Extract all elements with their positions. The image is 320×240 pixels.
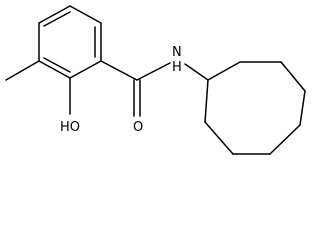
- cyclooctane-bond-5: [269, 124, 301, 155]
- cyclooctane-bond-4: [299, 90, 306, 126]
- ring-bond-top-right: [69, 5, 102, 24]
- nitrogen-label: N: [172, 45, 182, 60]
- methyl-bond: [5, 60, 40, 81]
- hydroxyl-label: HO: [60, 120, 80, 135]
- ring-bond-bottom-right: [69, 60, 102, 79]
- ring-to-carbonyl-bond: [100, 60, 138, 81]
- cyclooctane-bond-1: [207, 61, 241, 81]
- cyclooctane-bond-7: [204, 121, 234, 155]
- structure-canvas: N H O HO: [5, 5, 306, 155]
- carbonyl-oxygen-label: O: [133, 120, 143, 135]
- ring-double-bond-bottom: [43, 57, 71, 73]
- cyclooctane-ring: [204, 61, 306, 155]
- cyclooctane-bond-8: [204, 79, 209, 123]
- benzene-ring: [38, 5, 102, 79]
- carbonyl-to-nitrogen-bond: [136, 62, 171, 81]
- ring-bond-top-left: [38, 5, 71, 24]
- nitrogen-to-ring-bond: [184, 63, 209, 81]
- ring-bond-bottom-left: [38, 60, 71, 79]
- ring-double-bond-top: [43, 11, 71, 27]
- hydrogen-label: H: [172, 60, 182, 75]
- cyclooctane-bond-3: [280, 61, 306, 92]
- molecule-drawing: N H O HO: [5, 5, 306, 155]
